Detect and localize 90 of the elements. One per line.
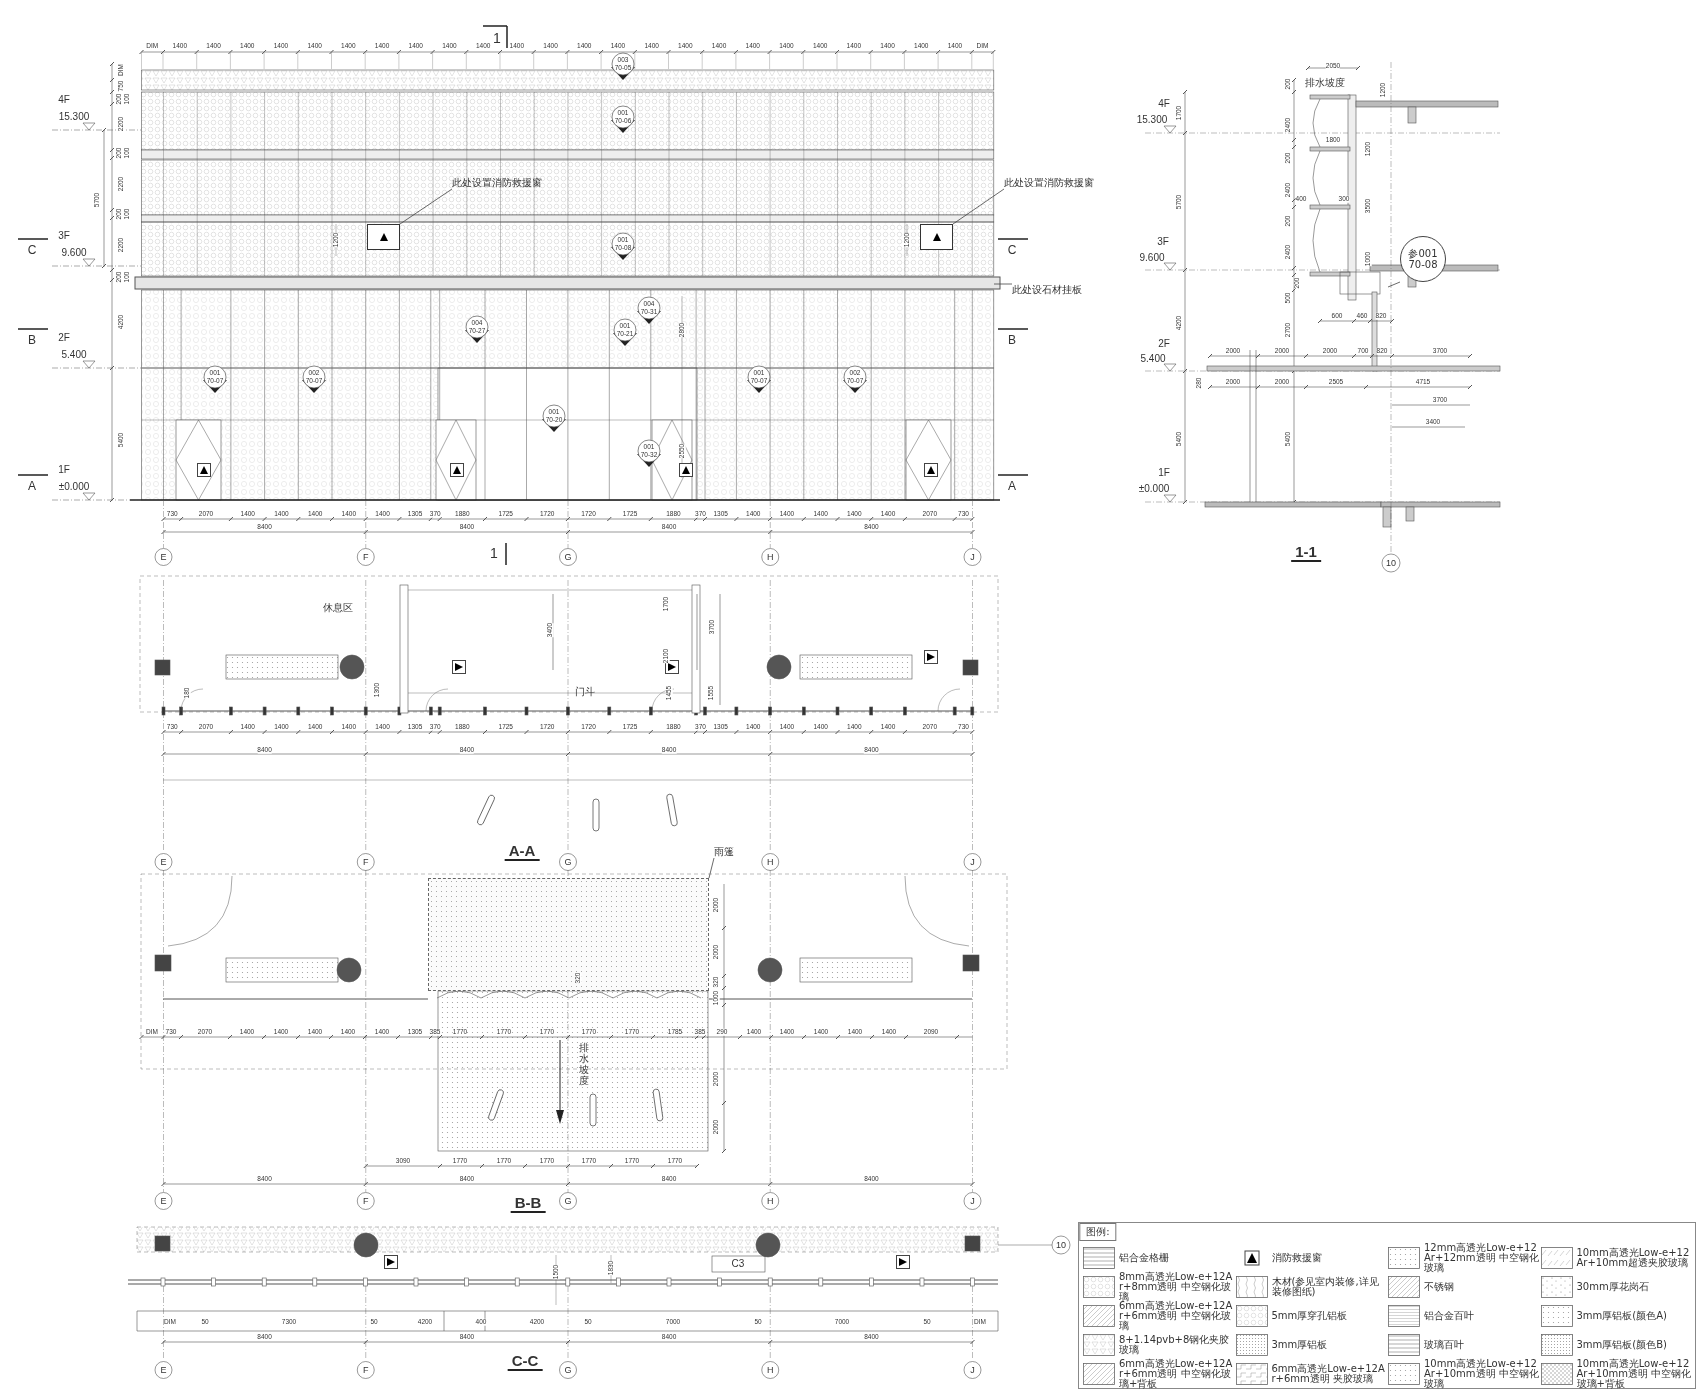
callout-bubble	[1400, 236, 1446, 282]
legend-text: 12mm高透光Low-e+12Ar+12mm透明 中空钢化玻璃	[1424, 1242, 1540, 1273]
axis-label: J	[970, 552, 975, 562]
legend-text: 木材(参见室内装修,详见装修图纸)	[1271, 1276, 1380, 1297]
drawing-title: B-B	[510, 1195, 546, 1213]
level-label: 2F	[58, 333, 70, 343]
legend-text: 8+1.14pvb+8钢化夹胶玻璃	[1119, 1334, 1231, 1355]
axis-label: F	[363, 1365, 369, 1375]
axis-label: F	[363, 857, 369, 867]
legend-text: 3mm厚铝板(颜色A)	[1576, 1310, 1668, 1321]
drawing-title: 1-1	[1291, 544, 1321, 562]
legend-text: 10mm高透光Low-e+12Ar+10mm透明 中空钢化玻璃+背板	[1576, 1358, 1693, 1389]
section-mark: C	[1007, 244, 1017, 256]
section-mark: C	[27, 244, 37, 256]
legend-text: 30mm厚花岗石	[1576, 1281, 1650, 1292]
level-label: 2F	[1158, 339, 1170, 349]
callout-number: 参001	[1408, 248, 1438, 259]
axis-label: J	[970, 1196, 975, 1206]
rescue-window-marker	[920, 224, 953, 250]
legend-text: 6mm高透光Low-e+12Ar+6mm透明 中空钢化玻璃	[1119, 1300, 1234, 1331]
level-label: 15.300	[58, 112, 90, 122]
section-mark: B	[1008, 334, 1016, 346]
level-label: 4F	[1158, 99, 1170, 109]
axis-label: E	[160, 1365, 167, 1375]
section-mark: A	[28, 480, 36, 492]
axis-label: 10	[1056, 1240, 1066, 1250]
axis-label: G	[564, 552, 572, 562]
callout-number: 70-08	[1408, 259, 1438, 270]
legend-text: 玻璃百叶	[1424, 1339, 1465, 1350]
leader-line	[399, 188, 453, 225]
note-text: 此处设置消防救援窗	[1004, 176, 1094, 189]
legend-text: 10mm高透光Low-e+12Ar+10mm透明 中空钢化玻璃	[1424, 1358, 1540, 1389]
rescue-window-marker	[367, 224, 400, 250]
level-label: 1F	[58, 465, 70, 475]
legend-text: 6mm高透光Low-e+12Ar+6mm透明 中空钢化玻璃+背板	[1119, 1358, 1234, 1389]
level-label: 3F	[1157, 237, 1169, 247]
legend-text: 铝合金格栅	[1119, 1252, 1170, 1263]
level-label: 15.300	[1136, 115, 1168, 125]
legend-title: 图例:	[1079, 1223, 1117, 1241]
axis-label: G	[564, 1365, 572, 1375]
level-label: 9.600	[1139, 253, 1165, 263]
axis-label: E	[160, 1196, 167, 1206]
level-label: 3F	[58, 231, 70, 241]
room-label: 休息区	[323, 603, 353, 613]
legend-text: 3mm厚铝板(颜色B)	[1576, 1339, 1668, 1350]
legend-text: 5mm厚穿孔铝板	[1271, 1310, 1349, 1321]
note-text: 此处设置消防救援窗	[452, 176, 542, 189]
leader-line	[993, 283, 1013, 285]
axis-label: F	[363, 552, 369, 562]
level-label: 9.600	[61, 248, 87, 258]
legend-text: 3mm厚铝板	[1271, 1339, 1329, 1350]
leader-line	[1387, 281, 1401, 288]
axis-label: E	[160, 552, 167, 562]
axis-label: J	[970, 1365, 975, 1375]
section-mark: B	[28, 334, 36, 346]
axis-label: H	[767, 857, 774, 867]
axis-label: J	[970, 857, 975, 867]
axis-label: G	[564, 1196, 572, 1206]
level-label: 5.400	[61, 350, 87, 360]
leader-line	[952, 188, 1005, 225]
level-label: ±0.000	[1138, 484, 1170, 494]
room-label: C3	[731, 1259, 745, 1269]
level-label: 4F	[58, 95, 70, 105]
legend-text: 6mm高透光Low-e+12Ar+6mm透明 夹胶玻璃	[1271, 1363, 1386, 1384]
axis-label: H	[767, 1365, 774, 1375]
legend-text: 铝合金百叶	[1424, 1310, 1475, 1321]
note-text: 排水坡度	[1305, 78, 1345, 88]
section-mark: 1	[490, 546, 498, 560]
legend-text: 不锈钢	[1424, 1281, 1455, 1292]
axis-label: H	[767, 552, 774, 562]
drawing-title: C-C	[507, 1353, 543, 1371]
axis-label: 10	[1386, 558, 1396, 568]
section-mark: A	[1008, 480, 1016, 492]
level-label: ±0.000	[58, 482, 90, 492]
level-label: 1F	[1158, 468, 1170, 478]
drawing-title: A-A	[504, 843, 540, 861]
canopy-outline	[428, 878, 709, 991]
note-text: 雨篷	[714, 845, 734, 858]
axis-label: H	[767, 1196, 774, 1206]
axis-label: G	[564, 857, 572, 867]
leader-line	[708, 857, 715, 879]
note-text: 排水坡度	[579, 1042, 589, 1086]
level-label: 5.400	[1140, 354, 1166, 364]
note-text: 此处设石材挂板	[1012, 283, 1082, 296]
room-label: 门斗	[575, 687, 595, 697]
axis-label: F	[363, 1196, 369, 1206]
axis-label: E	[160, 857, 167, 867]
legend-text: 消防救援窗	[1271, 1252, 1323, 1263]
legend-text: 10mm高透光Low-e+12Ar+10mm超透夹胶玻璃	[1576, 1247, 1691, 1268]
section-mark: 1	[493, 31, 501, 45]
